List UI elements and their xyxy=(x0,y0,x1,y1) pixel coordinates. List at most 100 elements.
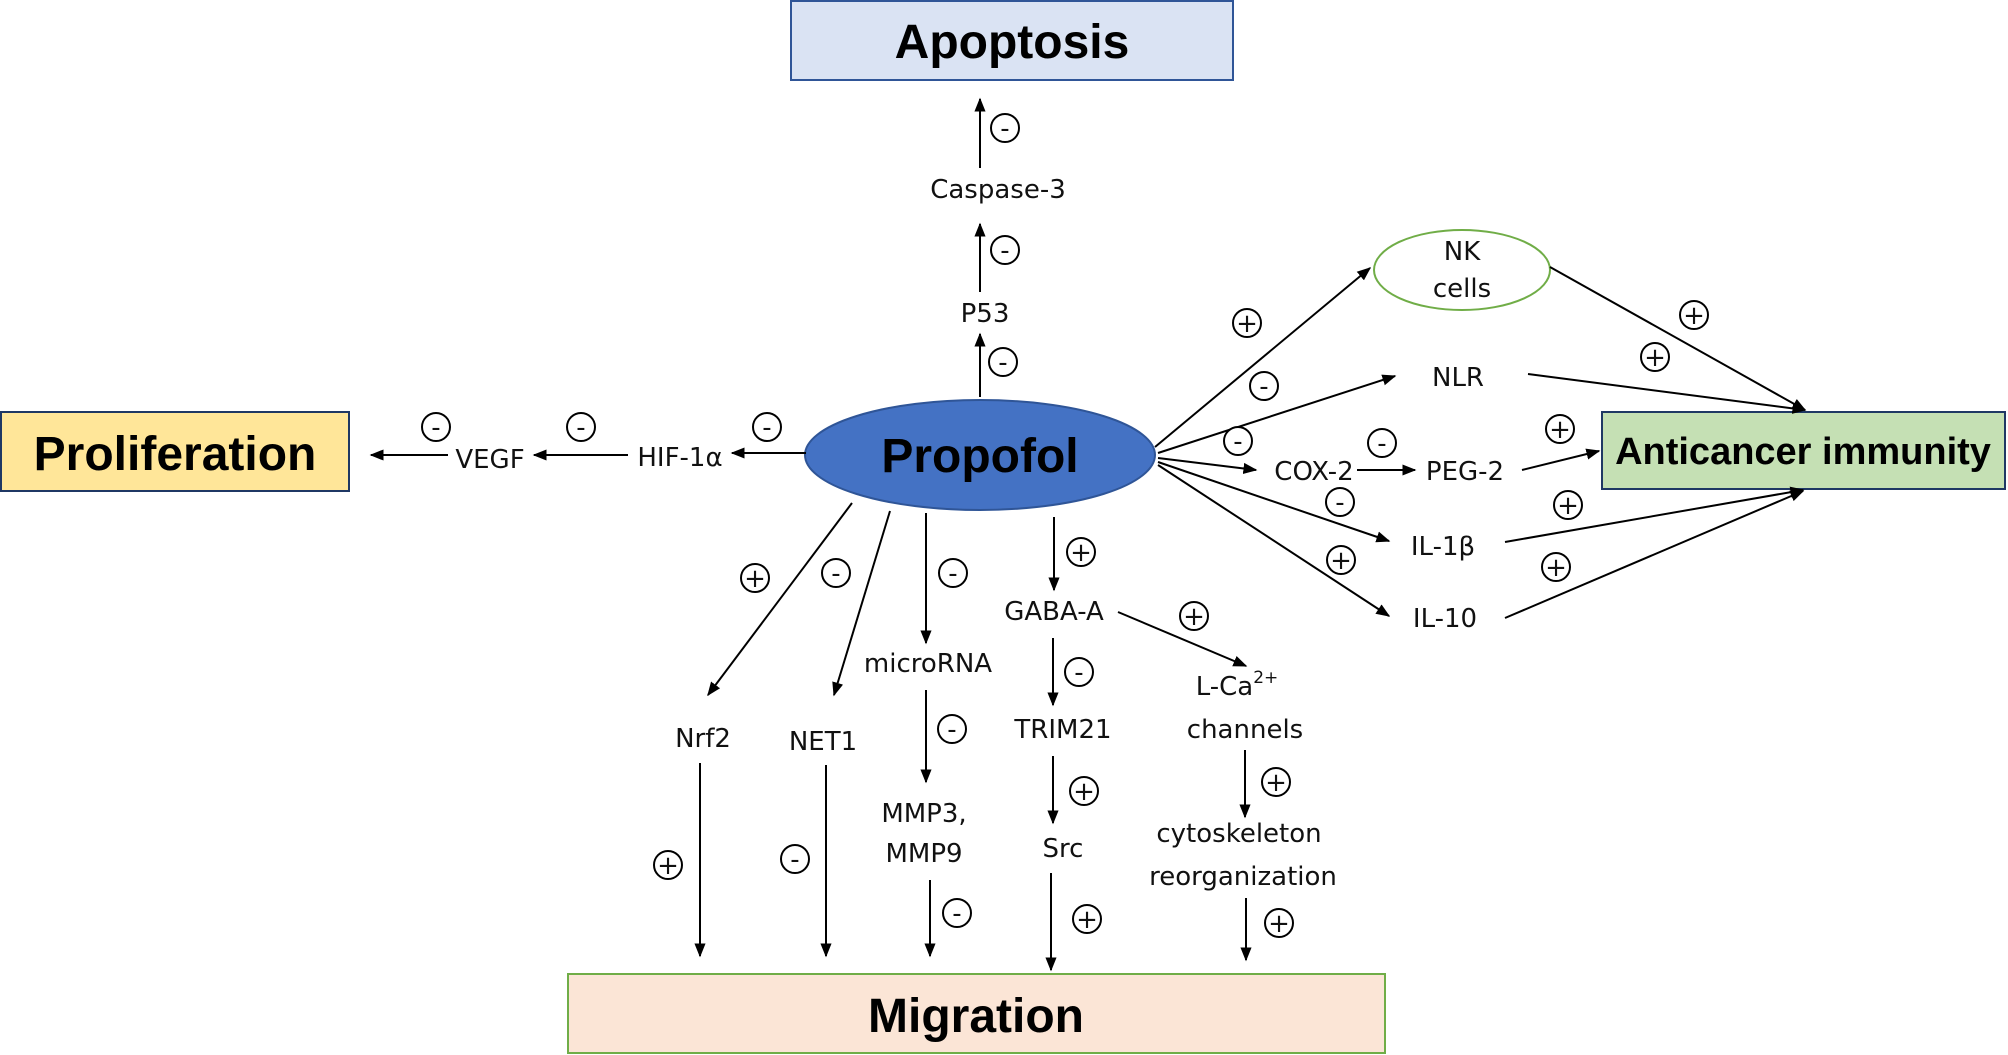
plus-badge: + xyxy=(1640,342,1670,373)
badge-circle xyxy=(821,558,851,588)
plus-badge: + xyxy=(740,563,770,594)
badge-sign: + xyxy=(1644,343,1666,373)
minus-badge: - xyxy=(938,558,968,589)
minus-badge: - xyxy=(937,714,967,745)
cytoskeleton-label-line1: cytoskeleton xyxy=(1156,819,1321,849)
nk-cells-ellipse xyxy=(1373,229,1551,311)
lca-label-text: L-Ca xyxy=(1196,672,1254,702)
minus-badge: - xyxy=(821,558,851,589)
minus-badge: - xyxy=(1325,487,1355,518)
badge-sign: - xyxy=(431,413,440,443)
badge-circle xyxy=(1261,767,1291,797)
badge-circle xyxy=(1325,487,1355,517)
nk-cells-label-line1: NK xyxy=(1444,237,1481,267)
propofol-node: Propofol xyxy=(804,399,1156,511)
plus-badge: + xyxy=(1553,490,1583,521)
badge-sign: - xyxy=(1074,658,1083,688)
badge-sign: + xyxy=(1268,909,1290,939)
badge-sign: + xyxy=(1557,491,1579,521)
minus-badge: - xyxy=(421,412,451,443)
badge-circle xyxy=(1064,657,1094,687)
badge-circle xyxy=(1179,601,1209,631)
badge-sign: - xyxy=(947,715,956,745)
badge-circle xyxy=(988,347,1018,377)
plus-badge: + xyxy=(1072,904,1102,935)
sign-badges: - - - - - - + - - - - + + + + + + + - - … xyxy=(421,113,1709,939)
badge-sign: - xyxy=(1335,488,1344,518)
src-label: Src xyxy=(1043,834,1084,864)
badge-circle xyxy=(1069,776,1099,806)
badge-sign: + xyxy=(1236,309,1258,339)
nlr-label: NLR xyxy=(1432,363,1484,393)
proliferation-label: Proliferation xyxy=(34,428,317,481)
lca-label-superscript: 2+ xyxy=(1253,668,1278,688)
badge-circle xyxy=(780,844,810,874)
plus-badge: + xyxy=(1069,776,1099,807)
minus-badge: - xyxy=(1223,426,1253,457)
microrna-label: microRNA xyxy=(864,649,992,679)
vegf-label: VEGF xyxy=(455,445,524,475)
badge-circle xyxy=(421,412,451,442)
minus-badge: - xyxy=(1064,657,1094,688)
plus-badge: + xyxy=(1232,308,1262,339)
badge-sign: + xyxy=(1545,553,1567,583)
badge-sign: - xyxy=(952,899,961,929)
badge-sign: + xyxy=(1076,905,1098,935)
minus-badge: - xyxy=(990,235,1020,266)
badge-circle xyxy=(1223,426,1253,456)
badge-sign: - xyxy=(948,559,957,589)
apoptosis-label: Apoptosis xyxy=(895,16,1130,69)
plus-badge: + xyxy=(1264,908,1294,939)
minus-badge: - xyxy=(752,412,782,443)
arrow-gabaa-lca xyxy=(1117,611,1248,667)
arrow-propofol-il1b xyxy=(1157,461,1391,543)
peg2-label: PEG-2 xyxy=(1426,457,1504,487)
cytoskeleton-label-line2: reorganization xyxy=(1149,862,1337,892)
nk-cells-node: NK cells xyxy=(1373,229,1551,311)
badge-circle xyxy=(942,898,972,928)
arrow-propofol-nrf2 xyxy=(707,502,853,697)
caspase3-label: Caspase-3 xyxy=(930,175,1066,205)
minus-badge: - xyxy=(1249,371,1279,402)
apoptosis-box-rect xyxy=(790,0,1234,81)
arrows xyxy=(369,97,1807,972)
arrow-propofol-cox2 xyxy=(1157,457,1258,475)
badge-sign: - xyxy=(1000,114,1009,144)
trim21-label: TRIM21 xyxy=(1013,715,1111,745)
badge-sign: + xyxy=(1073,777,1095,807)
badge-circle xyxy=(1679,300,1709,330)
badge-circle xyxy=(938,558,968,588)
net1-label: NET1 xyxy=(789,727,857,757)
arrow-propofol-net1 xyxy=(832,510,891,697)
badge-sign: + xyxy=(1183,602,1205,632)
minus-badge: - xyxy=(942,898,972,929)
badge-sign: + xyxy=(1070,538,1092,568)
plus-badge: + xyxy=(1545,414,1575,445)
propofol-label: Propofol xyxy=(881,430,1078,483)
badge-sign: - xyxy=(998,348,1007,378)
plus-badge: + xyxy=(1066,537,1096,568)
minus-badge: - xyxy=(780,844,810,875)
anticancer-immunity-label: Anticancer immunity xyxy=(1615,431,1991,473)
gabaa-label: GABA-A xyxy=(1004,597,1104,627)
badge-circle xyxy=(1640,342,1670,372)
plus-badge: + xyxy=(1326,545,1356,576)
propofol-ellipse xyxy=(804,399,1156,511)
migration-label: Migration xyxy=(868,990,1084,1043)
badge-circle xyxy=(752,412,782,442)
badge-sign: - xyxy=(831,559,840,589)
badge-circle xyxy=(566,412,596,442)
badge-sign: + xyxy=(1549,415,1571,445)
badge-circle xyxy=(1545,414,1575,444)
plus-badge: + xyxy=(1679,300,1709,331)
badge-circle xyxy=(1326,545,1356,575)
badge-circle xyxy=(1249,371,1279,401)
arrow-nk-immunity xyxy=(1549,266,1807,411)
proliferation-box: Proliferation xyxy=(0,411,350,492)
anticancer-immunity-box: Anticancer immunity xyxy=(1601,411,2006,490)
minus-badge: - xyxy=(1367,428,1397,459)
badge-sign: - xyxy=(790,845,799,875)
minus-badge: - xyxy=(566,412,596,443)
badge-sign: + xyxy=(744,564,766,594)
lca-channels-label-line2: channels xyxy=(1187,715,1303,745)
